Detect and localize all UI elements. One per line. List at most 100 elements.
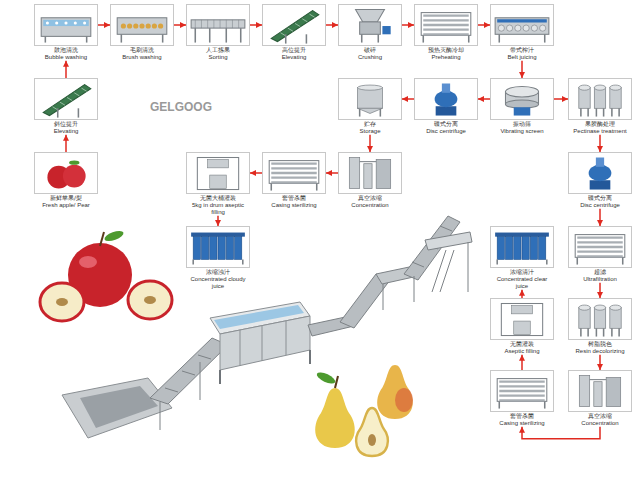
flow-arrow bbox=[599, 209, 601, 226]
tube bbox=[499, 385, 544, 387]
chinese-label: 鼓泡清洗 bbox=[34, 47, 98, 54]
apple bbox=[63, 165, 86, 188]
machine-leg bbox=[285, 34, 287, 43]
tube bbox=[423, 15, 468, 17]
machine-icon bbox=[569, 79, 631, 119]
flow-arrow bbox=[217, 216, 219, 226]
water bbox=[43, 20, 88, 26]
flow-arrow bbox=[522, 427, 600, 439]
flow-arrow bbox=[326, 24, 338, 26]
tank-top bbox=[579, 305, 590, 310]
plate-rail bbox=[191, 233, 245, 237]
process-box: 套管杀菌Casing sterilizing bbox=[490, 370, 554, 427]
plate bbox=[193, 237, 200, 260]
bubble bbox=[55, 21, 58, 24]
roller bbox=[220, 20, 221, 28]
chinese-label: 套管杀菌 bbox=[490, 413, 554, 420]
english-label: Elevating bbox=[34, 128, 98, 135]
plate-rail bbox=[495, 233, 549, 237]
apple-half bbox=[40, 283, 84, 321]
separator bbox=[594, 382, 602, 407]
machine-picture bbox=[568, 78, 632, 120]
apple-highlight bbox=[79, 256, 97, 268]
machine-icon bbox=[491, 227, 553, 267]
flow-arrow bbox=[554, 98, 568, 100]
process-box: 树脂脱色Resin decolorizing bbox=[568, 298, 632, 355]
machine-leg bbox=[45, 36, 47, 42]
washer-tank bbox=[220, 316, 310, 370]
process-box: 带式榨汁Belt juicing bbox=[490, 4, 554, 61]
centrifuge-bowl bbox=[589, 165, 612, 182]
pear-half bbox=[356, 408, 388, 456]
machine-leg bbox=[587, 108, 589, 116]
brush-roller bbox=[152, 23, 157, 28]
plate bbox=[235, 237, 242, 260]
english-label: Brush washing bbox=[110, 54, 174, 61]
process-box: 高位提升Elevating bbox=[262, 4, 326, 61]
machine-picture bbox=[490, 370, 554, 412]
pear-leaf bbox=[315, 370, 337, 386]
flow-arrow bbox=[521, 355, 523, 370]
chinese-label: 毛刷清洗 bbox=[110, 47, 174, 54]
flow-arrow bbox=[65, 61, 67, 78]
apple-leaf bbox=[69, 161, 79, 165]
plate bbox=[505, 237, 512, 260]
machine-icon bbox=[187, 5, 249, 45]
english-label: Disc centrifuge bbox=[568, 202, 632, 209]
conveyor-slat bbox=[74, 93, 79, 96]
english-label: Crushing bbox=[338, 54, 402, 61]
machine-leg bbox=[468, 35, 470, 42]
stair-rail bbox=[440, 250, 454, 292]
flow-arrow bbox=[65, 135, 67, 152]
english-label: Vibrating screen bbox=[490, 128, 554, 135]
flow-arrow bbox=[98, 24, 110, 26]
pear bbox=[377, 365, 413, 419]
tube bbox=[499, 395, 544, 397]
machine-picture bbox=[34, 4, 98, 46]
tube bbox=[499, 399, 544, 401]
frame bbox=[269, 161, 319, 184]
machine-leg bbox=[121, 34, 123, 42]
machine-picture bbox=[338, 152, 402, 194]
machine-picture bbox=[414, 4, 478, 46]
press-roller bbox=[540, 25, 546, 31]
pear-blush bbox=[395, 388, 413, 412]
tube bbox=[577, 251, 622, 253]
english-label: Resin decolorizing bbox=[568, 348, 632, 355]
english-label: Bubble washing bbox=[34, 54, 98, 61]
tank-body bbox=[610, 88, 621, 109]
machine-icon bbox=[263, 5, 325, 45]
machine-leg bbox=[209, 28, 211, 42]
process-box: 毛刷清洗Brush washing bbox=[110, 4, 174, 61]
machine-icon bbox=[569, 227, 631, 267]
tube bbox=[271, 177, 316, 179]
english-label: Aseptic filling bbox=[490, 348, 554, 355]
flow-arrow bbox=[599, 355, 601, 370]
sorting-table bbox=[191, 20, 245, 28]
roller bbox=[201, 20, 202, 28]
machine-leg bbox=[580, 108, 582, 116]
brush-roller bbox=[127, 23, 132, 28]
tube bbox=[271, 167, 316, 169]
english-label: Concentration bbox=[568, 420, 632, 427]
conveyor-belt bbox=[271, 11, 319, 42]
plate bbox=[218, 237, 225, 260]
centrifuge-bowl bbox=[435, 91, 458, 108]
process-box: 贮存Storage bbox=[338, 78, 402, 135]
flow-arrow bbox=[478, 24, 490, 26]
machine-icon bbox=[491, 5, 553, 45]
stair-rail bbox=[432, 250, 446, 292]
machine-picture bbox=[414, 78, 478, 120]
flow-arrow bbox=[402, 24, 414, 26]
pipe bbox=[590, 379, 607, 380]
pear bbox=[315, 388, 355, 448]
plate bbox=[226, 237, 233, 260]
conveyor-slat bbox=[67, 97, 72, 100]
apple-half bbox=[128, 281, 172, 319]
plate bbox=[530, 237, 537, 260]
process-box: 浓缩清汁Concentrated clear juice bbox=[490, 226, 554, 290]
process-box: 振动筛Vibrating screen bbox=[490, 78, 554, 135]
machine-leg bbox=[57, 108, 59, 117]
flow-arrow bbox=[599, 283, 601, 298]
hopper bbox=[356, 10, 385, 22]
